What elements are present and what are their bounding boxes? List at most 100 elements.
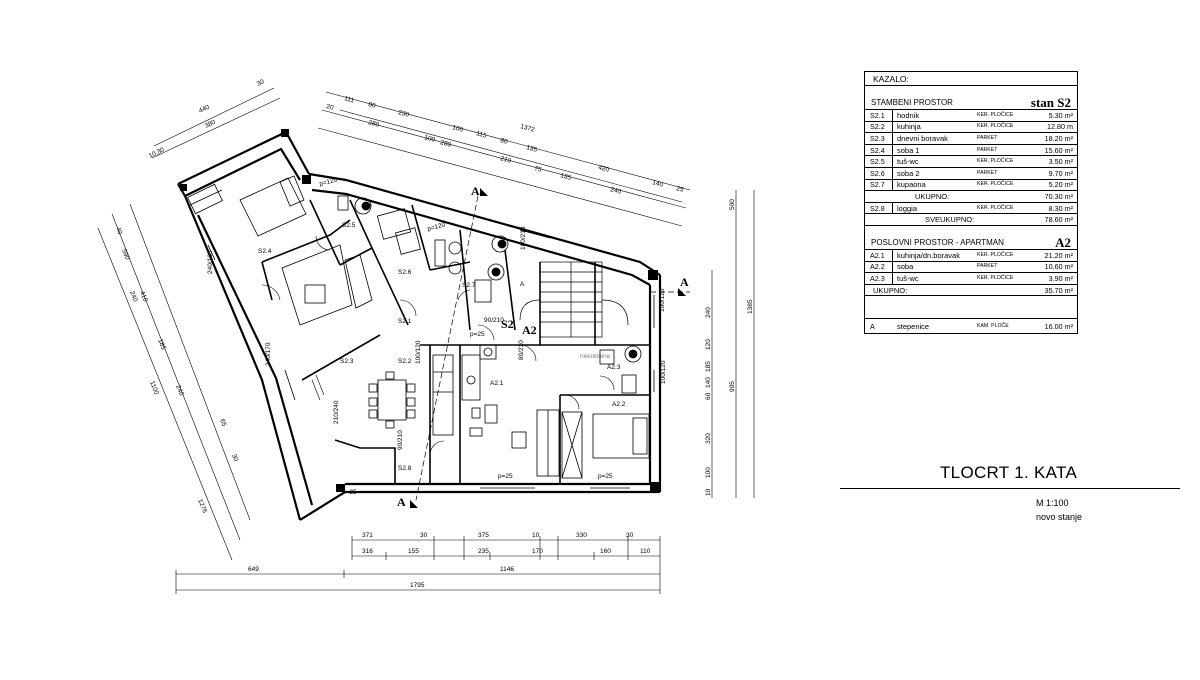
tag-s2-3: S2.3 [340,358,354,365]
apartment-room-area: 3.90 m² [1048,273,1073,283]
tag-s2-8: S2.8 [398,465,412,472]
dimension-text: 75 [533,165,542,174]
opening-label: 80/210 [518,340,525,360]
section-cut-line [415,195,690,501]
sofa-s2-3 [281,244,373,326]
room-floor: PARKET [977,134,998,141]
outer-walls [177,130,662,521]
wall-corners [180,129,660,492]
room-area: 12.80 m [1047,122,1073,132]
tag-s2-5: S2.5 [342,222,356,229]
opening-label: p=25 [598,473,613,480]
room-name: tuš-wc [897,157,919,167]
dimension-text: 25 [675,185,684,194]
dimension-text: 160 [600,548,611,555]
opening-label: 240/165 [207,250,214,274]
apartment-room-name: tuš-wc [897,273,919,283]
residential-section-header: STAMBENI PROSTOR stan S2 [865,88,1077,110]
dimension-text: 1276 [196,498,208,514]
bath-s2-7 [337,195,509,303]
subtotal-value: 70.30 m² [1044,191,1073,201]
commercial-unit-code: A2 [1055,234,1071,250]
tag-a2-3: A2.3 [607,364,621,371]
apartment-room-name: kuhinja/dn.boravak [897,250,960,260]
residential-section-label: STAMBENI PROSTOR [871,98,953,107]
room-name: kupaona [897,180,926,190]
room-id: S2.6 [865,167,893,179]
room-name: kuhinja [897,122,921,132]
apartment-room-id: A2.3 [865,273,893,284]
dimension-text: 100 [705,467,712,478]
room-floor: PARKET [977,169,998,176]
dimension-text: 240 [705,307,712,318]
dimension-text: 590 [120,248,131,261]
room-area: 3.50 m² [1048,157,1073,167]
room-area: 18.20 m² [1044,133,1073,143]
dimension-text: 905 [729,381,736,392]
room-floor: KER. PLOČICE [977,181,1014,188]
dimension-text: 210 [499,155,512,165]
dimension-text: 330 [576,532,587,539]
dimension-text: 185 [705,361,712,372]
dimension-text: 410 [138,290,149,303]
title-rule [840,488,1180,489]
tag-a2-2: A2.2 [612,401,626,408]
subtotal-label: UKUPNO: [915,191,950,201]
opening-label: 100/120 [659,288,666,312]
stairs-row: A stepenice KAM. PLOČE 16.00 m² [870,321,1073,331]
dimension-text: 235 [478,548,489,555]
dimension-text: 240 [128,290,139,303]
opening-texts: p=120p=120p=25p=25p=25p=2590/210100/1201… [207,176,667,496]
dimension-text: 20 [325,103,334,112]
room-area: 5.20 m² [1048,180,1073,190]
room-area: 9.70 m² [1048,168,1073,178]
dimension-text: 80 [367,101,376,110]
dimension-text: 240 [174,384,185,397]
dimension-text: 65 [218,418,227,428]
dimension-text: 120 [705,339,712,350]
tag-stairs: A [520,281,525,288]
tag-s2-6: S2.6 [398,269,412,276]
apartment-room-area: 10.60 m² [1044,262,1073,272]
drawing-state: novo stanje [1036,512,1083,522]
tag-s2-2: S2.2 [398,358,412,365]
section-mark-bottom: A [397,495,406,509]
dim-texts-top: 1118023010011580135420140252028010028021… [325,95,684,196]
dim-lines-top [317,91,691,227]
residential-subtotal-row: UKUPNO: 70.30 m² [865,191,1077,203]
residential-total-row: SVEUKUPNO: 78.60 m² [865,214,1077,226]
dimension-text: 30 [230,453,239,463]
opening-label: 210/240 [333,400,340,424]
dimension-text: 240 [609,186,622,196]
loggia-railing [311,374,325,401]
dimension-text: 280 [439,139,452,149]
commercial-total-row: UKUPNO: 35.70 m² [865,285,1077,297]
dimension-text: 500 [729,199,736,210]
bath-a2-3 [599,345,642,394]
dimension-text: 80 [499,137,508,146]
dim-lines-bottom [175,536,661,594]
tag-s2-7: S2.7 [462,282,476,289]
drawing-scale: M 1:100 [1036,498,1069,508]
apartment-room-id: A2.1 [865,249,893,261]
dim-lines-right [711,190,755,498]
opening-label: 100/210 [520,226,527,250]
opening-label: p=25 [342,489,357,496]
dimension-text: 140 [705,377,712,388]
commercial-total-value: 35.70 m² [1044,285,1073,295]
tag-s2-4: S2.4 [258,248,272,255]
room-id: S2.4 [865,144,893,156]
door-swings [261,235,615,456]
bed-a2-2 [561,411,650,479]
room-floor: KER. PLOČICE [977,111,1014,118]
opening-label: 240/170 [265,342,272,366]
